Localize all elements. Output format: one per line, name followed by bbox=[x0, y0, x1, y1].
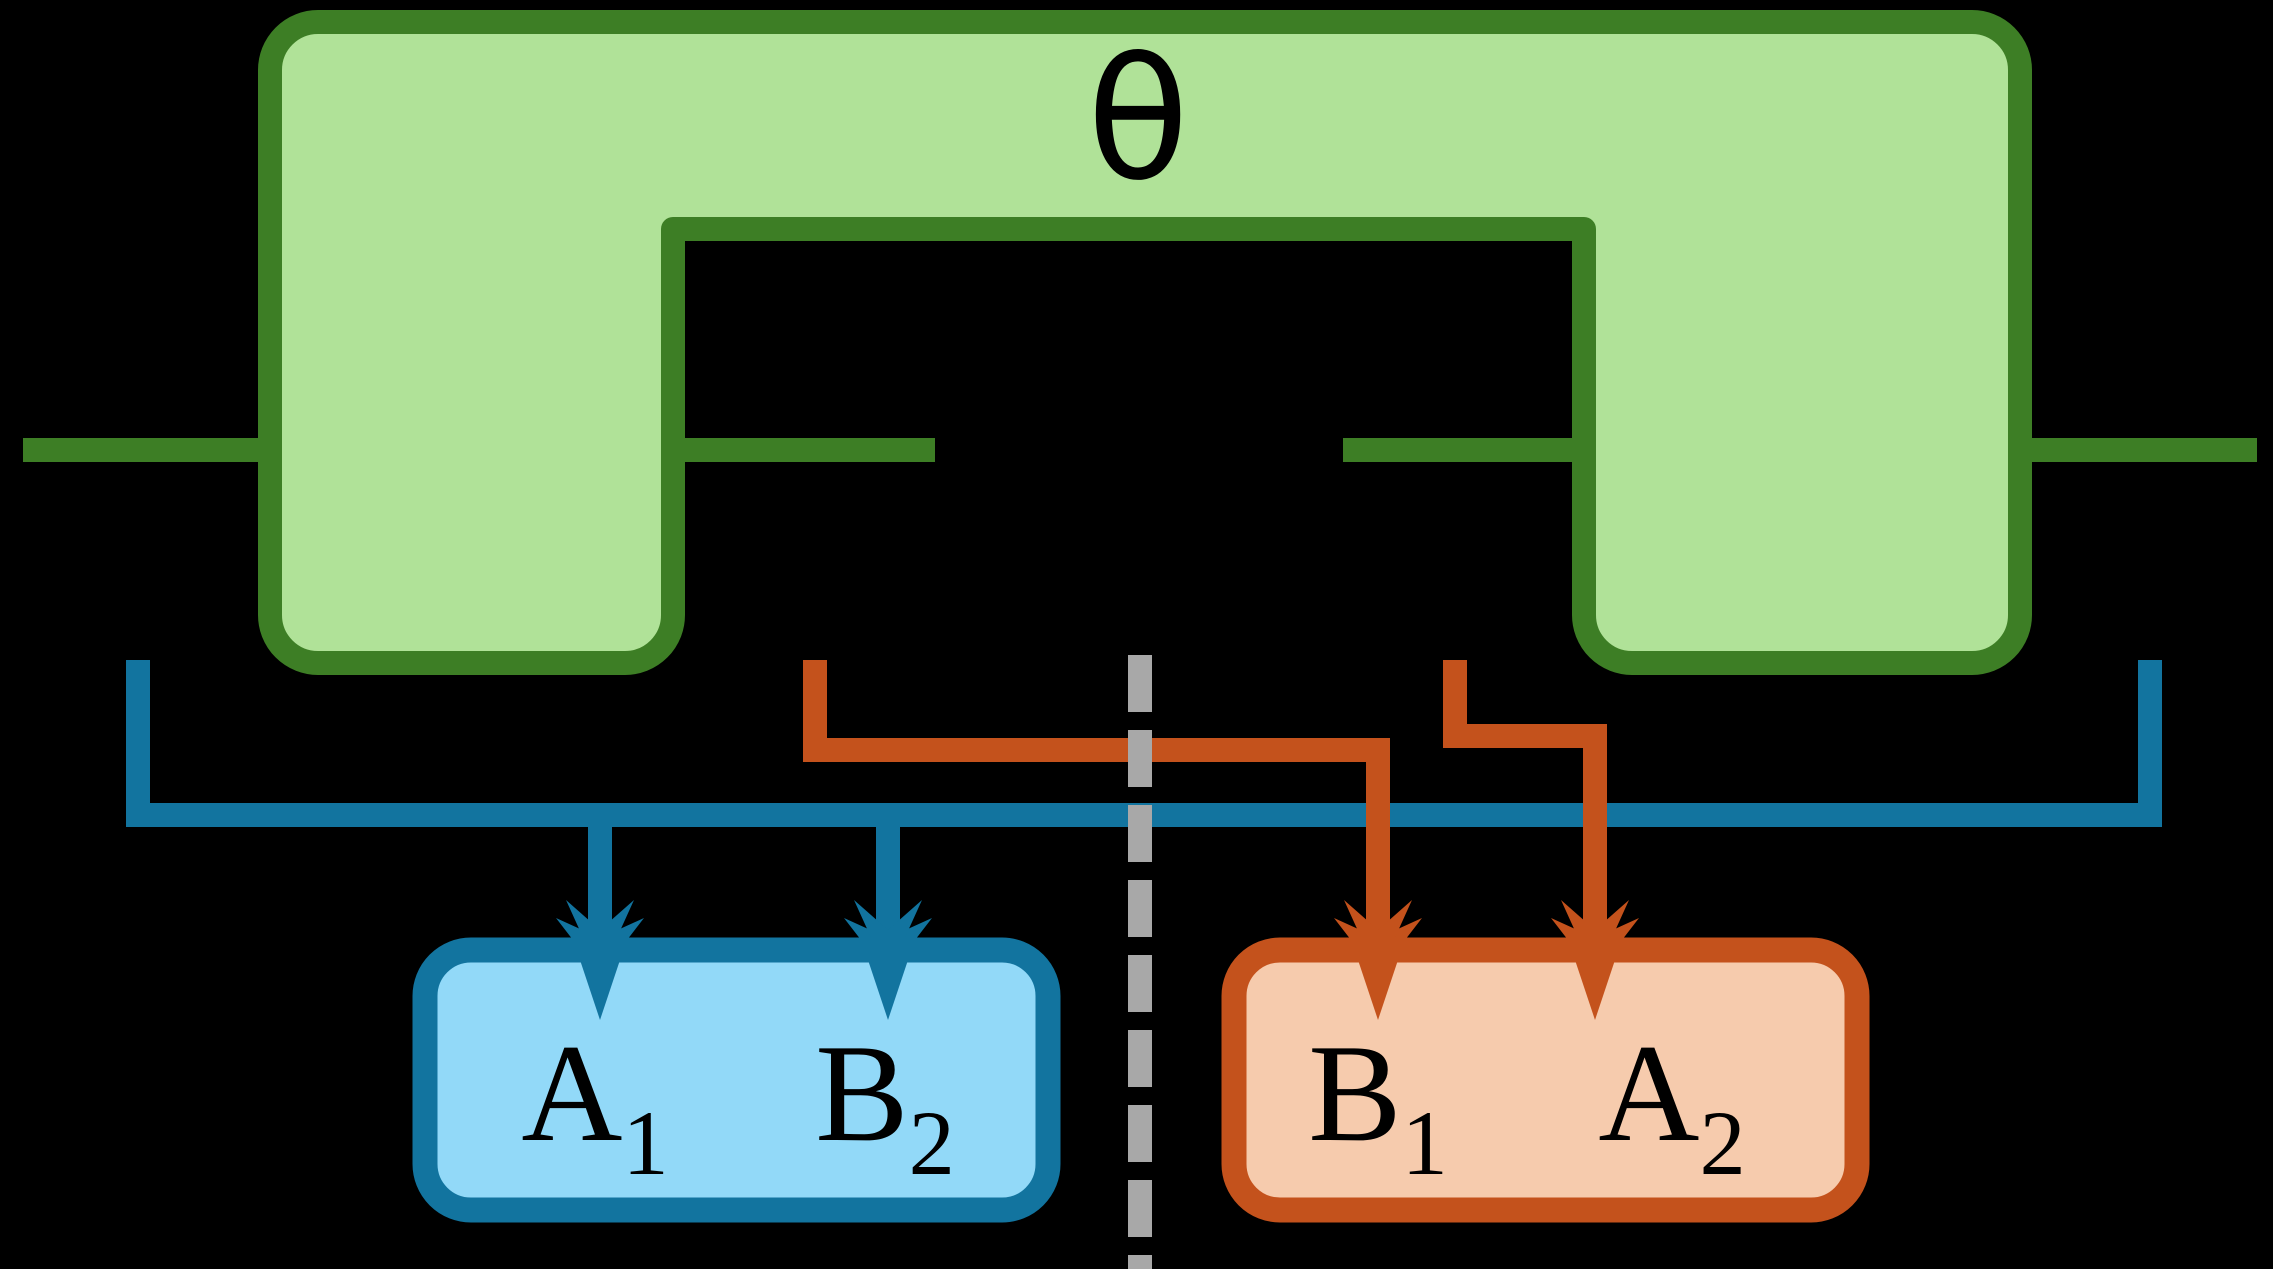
arrowhead-tips-overlay bbox=[580, 960, 1615, 1020]
green-wire-left-inner bbox=[673, 438, 935, 462]
qubit-label-a2: A2 bbox=[1598, 1016, 1745, 1194]
arrowhead-tip-b2 bbox=[868, 960, 908, 1020]
qubit-label-a1: A1 bbox=[521, 1016, 668, 1194]
blue-wire-left-vertical bbox=[126, 660, 150, 827]
orange-wire-left-horizontal bbox=[803, 738, 1390, 762]
arrowhead-tip-a2 bbox=[1575, 960, 1615, 1020]
green-wire-group bbox=[23, 438, 2257, 462]
arrowhead-tip-b1 bbox=[1358, 960, 1398, 1020]
qubit-label-b1: B1 bbox=[1308, 1016, 1448, 1194]
right-register-rect[interactable] bbox=[1221, 937, 1870, 1223]
left-register-rect[interactable] bbox=[412, 937, 1061, 1223]
green-wire-right-inner bbox=[1343, 438, 1593, 462]
right-register-box[interactable]: B1 A2 bbox=[1221, 937, 1870, 1223]
blue-wire-drop-a1 bbox=[588, 803, 612, 943]
theta-label: θ bbox=[1087, 22, 1190, 218]
blue-wire-drop-b2 bbox=[876, 803, 900, 943]
theta-gate-shape[interactable] bbox=[258, 10, 2032, 675]
blue-wire-right-vertical bbox=[2138, 660, 2162, 827]
theta-gate[interactable]: θ bbox=[258, 10, 2032, 675]
arrowhead-tip-a1 bbox=[580, 960, 620, 1020]
left-register-box[interactable]: A1 B2 bbox=[412, 937, 1061, 1223]
green-wire-left-outer bbox=[23, 438, 281, 462]
green-wire-right-outer bbox=[2010, 438, 2257, 462]
qubit-label-b2: B2 bbox=[815, 1016, 955, 1194]
orange-wire-drop-b1 bbox=[1366, 738, 1390, 943]
orange-wire-group bbox=[803, 660, 1607, 943]
orange-wire-right-horizontal bbox=[1443, 724, 1607, 748]
orange-wire-drop-a2 bbox=[1583, 724, 1607, 943]
